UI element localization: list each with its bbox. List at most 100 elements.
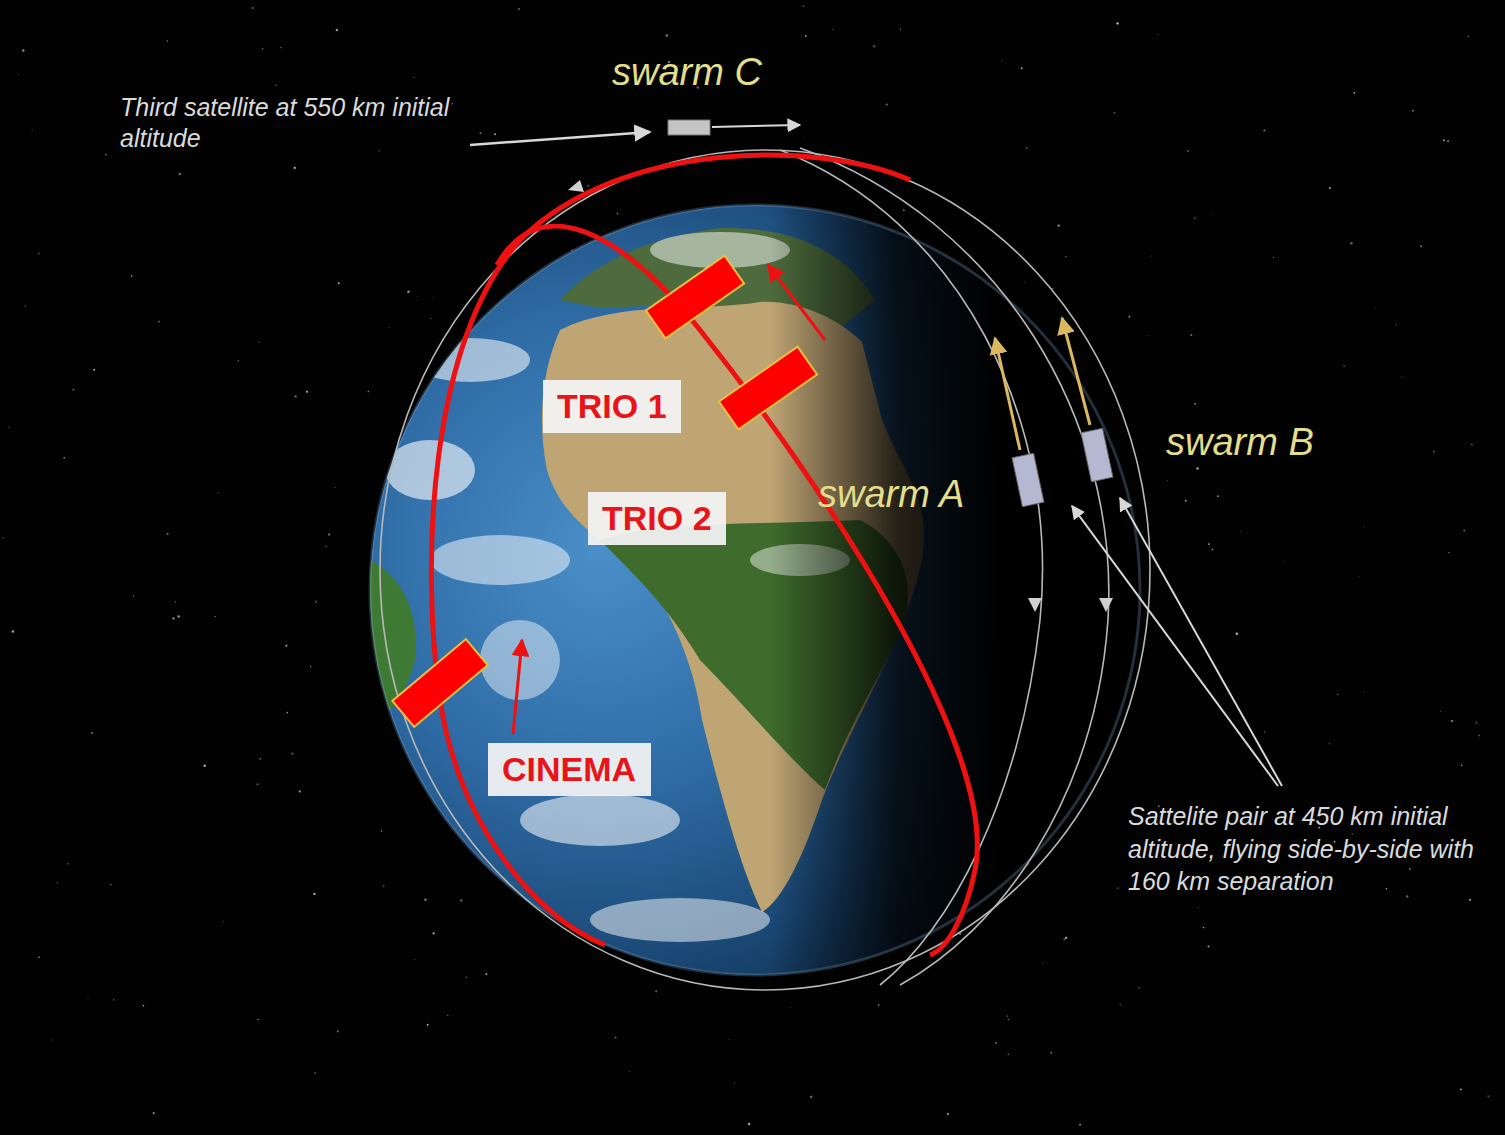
star [873, 45, 875, 47]
star [67, 863, 68, 864]
star [1151, 255, 1152, 256]
star [93, 369, 95, 371]
star [1337, 694, 1338, 695]
star [433, 932, 435, 934]
star [57, 882, 58, 883]
cinema-satellite [392, 639, 487, 727]
leader-arrow [1072, 506, 1278, 786]
star [336, 29, 339, 32]
star [1208, 945, 1210, 947]
star [655, 990, 657, 992]
star [460, 899, 462, 901]
red-orbit [497, 226, 977, 955]
star [252, 7, 254, 9]
star [1264, 731, 1265, 732]
star [38, 253, 40, 255]
star [378, 150, 380, 152]
star [494, 133, 496, 135]
star [903, 209, 905, 211]
red-orbit [431, 155, 910, 945]
star [1329, 743, 1330, 744]
annotation-note: Sattelite pair at 450 km initial altitud… [1128, 800, 1483, 898]
red-arrow [768, 265, 825, 340]
star [8, 427, 9, 428]
leader-arrow [1120, 498, 1282, 786]
satellite-name: swarm C [612, 50, 762, 96]
star [299, 790, 301, 792]
star [1194, 217, 1196, 219]
star [63, 457, 65, 459]
star [1120, 1004, 1122, 1006]
mission-label-box: TRIO 2 [588, 492, 726, 545]
star [222, 920, 224, 922]
star [1439, 710, 1441, 712]
star [1117, 887, 1119, 889]
satellite-name: swarm B [1166, 420, 1314, 466]
star [1052, 288, 1053, 289]
star [131, 275, 133, 277]
earth-globe [360, 200, 1160, 990]
star [1375, 308, 1377, 310]
mission-name: TRIO 2 [602, 498, 712, 539]
star [432, 295, 434, 297]
star [1149, 335, 1150, 336]
star [629, 1071, 631, 1073]
velocity-arrow [1062, 318, 1090, 425]
star [790, 1006, 791, 1007]
star [1273, 257, 1274, 258]
red-arrow [513, 640, 522, 734]
star [1401, 376, 1403, 378]
star [1008, 1053, 1010, 1055]
star [313, 893, 315, 895]
star [1114, 112, 1116, 114]
star [158, 321, 160, 323]
star [1463, 530, 1465, 532]
star [238, 360, 239, 361]
star [280, 47, 281, 48]
star [1157, 34, 1158, 35]
orbit-direction [568, 180, 584, 192]
mission-label-box: CINEMA [488, 743, 651, 796]
star [338, 282, 340, 284]
trio-satellite [719, 347, 817, 430]
star [1363, 691, 1365, 693]
star [900, 29, 901, 30]
star [1057, 225, 1059, 227]
star [1116, 22, 1118, 24]
star [214, 616, 215, 617]
star [1021, 67, 1023, 69]
star [1007, 1015, 1008, 1016]
star [1210, 214, 1212, 216]
star [1447, 140, 1449, 142]
star [1212, 549, 1214, 551]
star [802, 5, 804, 7]
star [285, 645, 287, 647]
star [1284, 561, 1285, 562]
star [480, 132, 482, 134]
star [204, 764, 206, 766]
star [87, 997, 89, 999]
star [256, 783, 258, 785]
star [1343, 365, 1345, 367]
mission-label-box: TRIO 1 [543, 380, 681, 433]
star [1460, 1088, 1462, 1090]
star [1351, 833, 1353, 835]
star [727, 1039, 729, 1041]
star [382, 885, 384, 887]
star [1026, 147, 1028, 149]
star [1451, 720, 1453, 722]
satellite [1012, 453, 1044, 506]
star [995, 1042, 997, 1044]
star [1409, 868, 1411, 870]
star [22, 49, 24, 51]
star [167, 40, 168, 41]
star [588, 185, 590, 187]
orbit-swarm-b [800, 148, 1109, 985]
trio-satellite [646, 256, 744, 339]
star [133, 595, 135, 597]
star [310, 666, 311, 667]
star [1240, 531, 1242, 533]
star [143, 1005, 144, 1006]
star [1128, 316, 1130, 318]
